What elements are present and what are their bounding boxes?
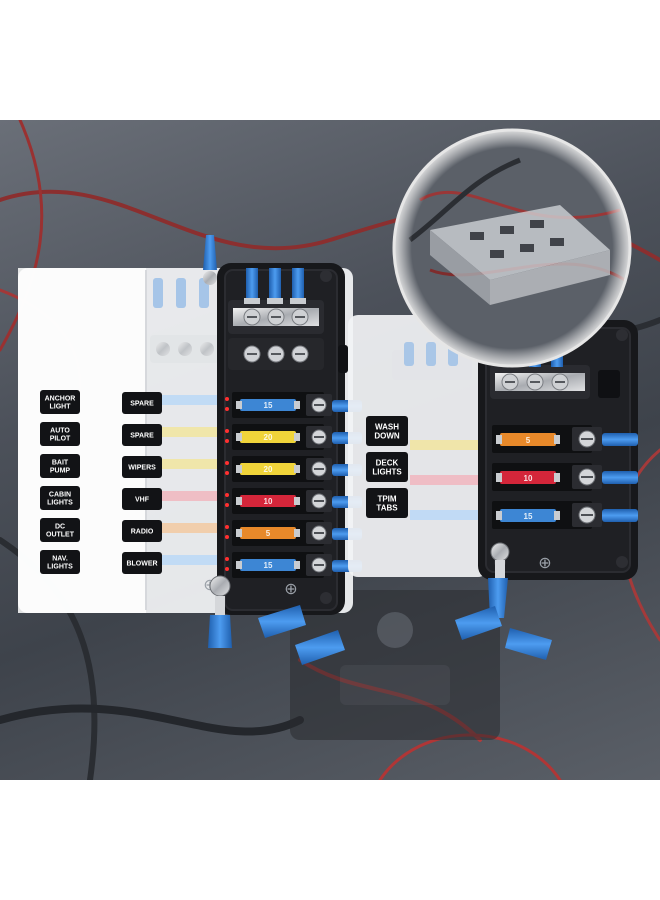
label-text: OUTLET (46, 531, 75, 538)
led-indicator (225, 503, 229, 507)
large-block-bottom-terminal (208, 575, 232, 648)
svg-text:⊕: ⊕ (538, 555, 551, 572)
label-text: LIGHTS (47, 499, 73, 506)
label-text: RADIO (131, 528, 154, 535)
large-block-fuse-rows: 15 20 20 10 5 15 (225, 392, 362, 578)
blade-fuse (240, 527, 296, 539)
led-indicator (225, 429, 229, 433)
label-text: PUMP (50, 467, 71, 474)
label-text: BAIT (52, 459, 69, 466)
blade-fuse (240, 399, 296, 411)
small-block-bottom-terminal (488, 542, 510, 618)
fuse-rating: 15 (524, 512, 533, 521)
background-busbar (290, 590, 500, 740)
small-fuse-row-2: 15 (492, 501, 638, 529)
label-text: LIGHTS (47, 563, 73, 570)
svg-text:⊕: ⊕ (284, 581, 297, 598)
circuit-label-right-5: BLOWER (122, 552, 162, 574)
blue-ring-terminal (602, 433, 638, 446)
blade-fuse (500, 471, 556, 484)
fuse-rating: 10 (524, 474, 533, 483)
small-fuse-row-0: 5 (492, 425, 638, 453)
label-text: WIPERS (128, 464, 156, 471)
fuse-rating: 10 (264, 497, 273, 506)
fuse-rating: 15 (264, 561, 273, 570)
circuit-label-right-4: RADIO (122, 520, 162, 542)
label-text: TPIM (377, 494, 396, 503)
fuse-row-2: 20 (225, 456, 362, 482)
led-indicator (225, 525, 229, 529)
fuse-row-3: 10 (225, 488, 362, 514)
detail-magnifier (392, 128, 632, 368)
small-block-fuse-rows: 5 10 15 (492, 425, 638, 529)
blade-fuse (240, 463, 296, 475)
large-block-label-tags: ANCHORLIGHTAUTOPILOTBAITPUMPCABINLIGHTSD… (40, 390, 162, 574)
label-text: SPARE (130, 400, 154, 407)
label-text: DOWN (374, 431, 400, 440)
loose-blue-connectors (258, 605, 552, 665)
label-text: PILOT (50, 435, 71, 442)
label-text: DECK (376, 458, 399, 467)
circuit-label-right-1: SPARE (122, 424, 162, 446)
led-indicator (225, 397, 229, 401)
fuse-rating: 20 (264, 465, 273, 474)
label-text: CABIN (49, 491, 71, 498)
fuse-row-1: 20 (225, 424, 362, 450)
label-text: ANCHOR (45, 395, 76, 402)
circuit-label-right-3: VHF (122, 488, 162, 510)
large-block-top-terminals (203, 235, 306, 304)
led-indicator (225, 471, 229, 475)
blue-ring-terminal (602, 509, 638, 522)
blade-fuse (240, 559, 296, 571)
led-indicator (225, 407, 229, 411)
fuse-row-0: 15 (225, 392, 362, 418)
blade-fuse (500, 509, 556, 522)
circuit-label-right-0: SPARE (122, 392, 162, 414)
label-text: DC (55, 523, 65, 530)
blade-fuse (240, 431, 296, 443)
led-indicator (225, 557, 229, 561)
label-text: LIGHT (50, 403, 72, 410)
label-text: BLOWER (126, 560, 157, 567)
blade-fuse (240, 495, 296, 507)
led-indicator (225, 461, 229, 465)
label-text: SPARE (130, 432, 154, 439)
fuse-rating: 20 (264, 433, 273, 442)
label-text: LIGHTS (372, 467, 402, 476)
label-text: NAV. (52, 555, 68, 562)
fuse-rating: 5 (266, 529, 271, 538)
blade-fuse (500, 433, 556, 446)
led-indicator (225, 567, 229, 571)
fuse-rating: 15 (264, 401, 273, 410)
label-text: WASH (375, 422, 399, 431)
led-indicator (225, 493, 229, 497)
blue-ring-terminal (602, 471, 638, 484)
fuse-rating: 5 (526, 436, 531, 445)
label-text: VHF (135, 496, 150, 503)
circuit-label-right-2: WIPERS (122, 456, 162, 478)
led-indicator (225, 535, 229, 539)
label-text: AUTO (50, 427, 70, 434)
label-text: TABS (376, 503, 398, 512)
led-indicator (225, 439, 229, 443)
top-busbar-screws (243, 308, 309, 326)
fuse-row-5: 15 (225, 552, 362, 578)
circuit-label-left-5: NAV.LIGHTS (40, 550, 80, 574)
small-fuse-row-1: 10 (492, 463, 638, 491)
